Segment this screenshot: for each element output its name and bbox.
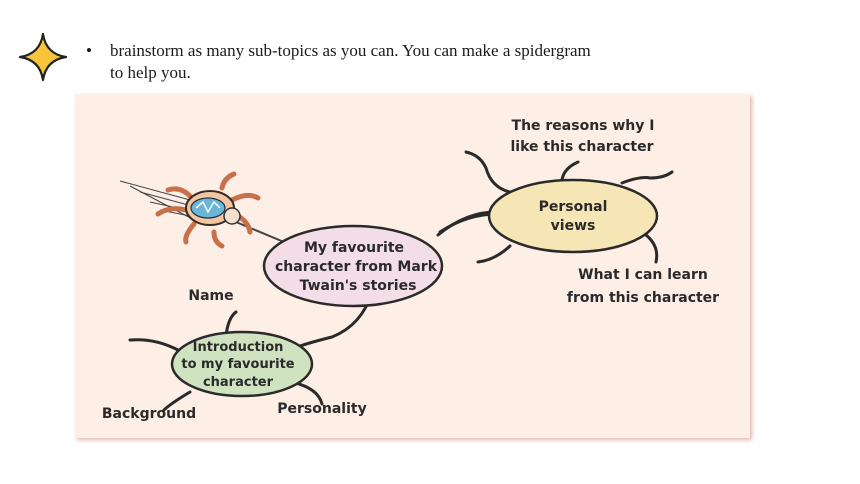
- intro-line-3: character: [203, 375, 274, 390]
- instruction-line-2: to help you.: [110, 63, 191, 82]
- link-center-intro: [298, 290, 374, 348]
- center-line-3: Twain's stories: [300, 278, 417, 294]
- background-label: Background: [102, 406, 196, 422]
- instruction-line-1: brainstorm as many sub-topics as you can…: [110, 41, 591, 60]
- views-line-2: views: [551, 218, 596, 234]
- introduction-node: [170, 330, 314, 398]
- personality-label: Personality: [277, 401, 366, 417]
- center-line-2: character from Mark: [275, 259, 438, 275]
- name-label: Name: [188, 288, 233, 304]
- reasons-line-1: The reasons why I: [512, 118, 655, 134]
- personal-views-node: [487, 178, 659, 254]
- center-node: [262, 224, 444, 308]
- center-line-1: My favourite: [304, 240, 404, 256]
- spider-icon: [155, 171, 261, 249]
- learn-line-1: What I can learn: [578, 267, 708, 283]
- intro-line-1: Introduction: [193, 340, 284, 355]
- learn-line-2: from this character: [567, 290, 719, 306]
- reasons-line-2: like this character: [510, 139, 653, 155]
- views-line-1: Personal: [539, 199, 608, 215]
- sparkle-star-icon: [18, 32, 68, 82]
- instruction-text: brainstorm as many sub-topics as you can…: [110, 40, 790, 84]
- bullet-dot: •: [86, 41, 92, 60]
- intro-line-2: to my favourite: [181, 357, 294, 372]
